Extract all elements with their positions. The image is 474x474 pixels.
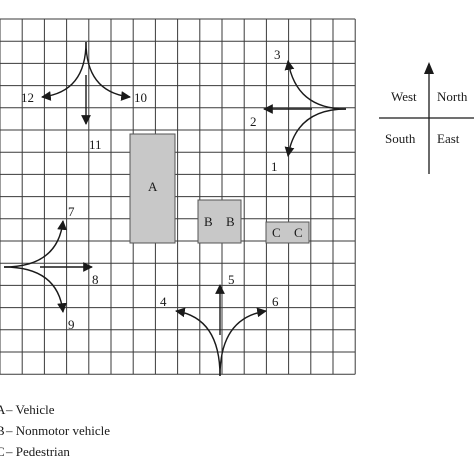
pedestrian-block	[265, 221, 310, 244]
movement-3-arrow	[284, 60, 347, 110]
legend-key-vehicle: A	[0, 402, 6, 417]
movement-6-label: 6	[272, 294, 279, 309]
movement-10-arrow	[85, 41, 131, 101]
legend-item-nonmotor: B – Nonmotor vehicle	[0, 423, 110, 438]
movement-12-arrow	[41, 41, 87, 101]
legend-text-nonmotor: – Nonmotor vehicle	[5, 423, 110, 438]
vehicle-block	[129, 133, 176, 244]
vehicle-block-label: A	[148, 179, 158, 194]
compass-top-left: West	[391, 89, 417, 104]
nonmotor-block-label-1: B	[204, 214, 213, 229]
legend-item-pedestrian: C – Pedestrian	[0, 444, 70, 459]
movement-12-label: 12	[21, 90, 34, 105]
legend-text-vehicle: – Vehicle	[5, 402, 55, 417]
pedestrian-block-label-1: C	[272, 225, 281, 240]
compass-bottom-right: East	[437, 131, 460, 146]
movement-11-label: 11	[89, 137, 102, 152]
movement-4-label: 4	[160, 294, 167, 309]
compass-bottom-left: South	[385, 131, 416, 146]
movement-6-arrow	[219, 307, 267, 377]
movement-1-label: 1	[271, 159, 278, 174]
legend-item-vehicle: A – Vehicle	[0, 402, 55, 417]
movement-9-label: 9	[68, 317, 75, 332]
legend-key-nonmotor: B	[0, 423, 5, 438]
movement-10-label: 10	[134, 90, 147, 105]
compass-north-arrow-icon	[424, 62, 434, 74]
nonmotor-block	[197, 199, 242, 244]
legend-text-pedestrian: – Pedestrian	[5, 444, 70, 459]
movement-arrows	[3, 41, 347, 377]
movement-2-label: 2	[250, 114, 257, 129]
legend: A – Vehicle B – Nonmotor vehicle C – Ped…	[0, 402, 110, 459]
movement-1-arrow	[284, 108, 347, 157]
movement-5-label: 5	[228, 272, 235, 287]
legend-key-pedestrian: C	[0, 444, 5, 459]
pedestrian-block-label-2: C	[294, 225, 303, 240]
movement-8-label: 8	[92, 272, 99, 287]
movement-4-arrow	[175, 307, 221, 377]
movement-9-arrow	[3, 266, 67, 313]
conflict-blocks: A B B C C	[129, 133, 310, 244]
grid	[0, 18, 356, 375]
nonmotor-block-label-2: B	[226, 214, 235, 229]
orientation-cross: West North South East	[379, 62, 474, 174]
compass-top-right: North	[437, 89, 468, 104]
movement-7-arrow	[3, 220, 67, 268]
movement-3-label: 3	[274, 47, 281, 62]
movement-7-label: 7	[68, 204, 75, 219]
movement-labels: 1 2 3 4 5 6 7 8 9 10 11 12	[21, 47, 281, 332]
